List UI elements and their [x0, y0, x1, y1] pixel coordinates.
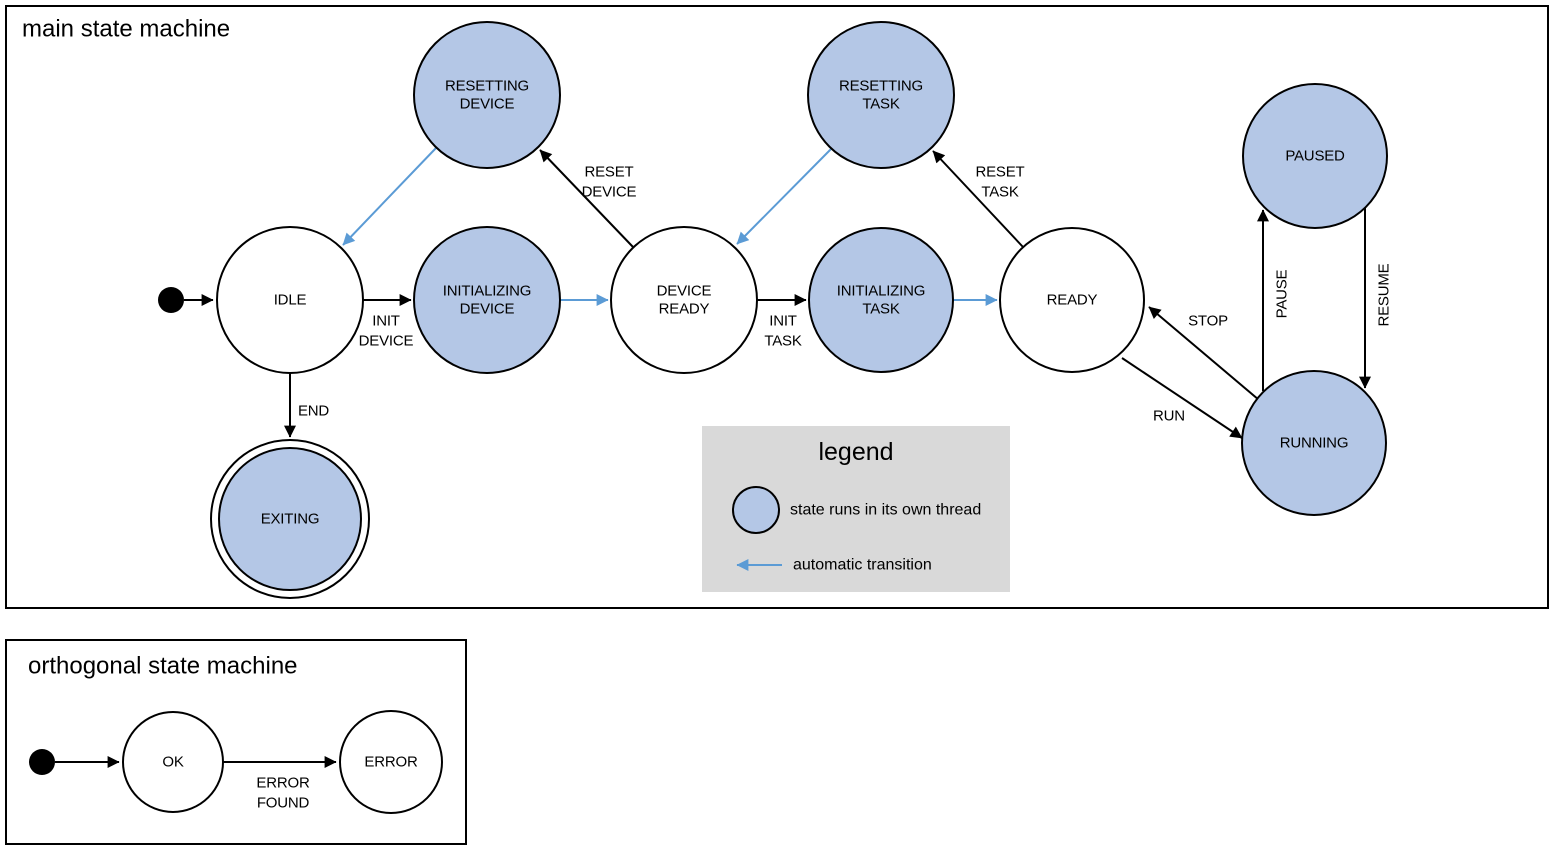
main-states: RESETTING DEVICE RESETTING TASK PAUSED I…: [210, 21, 1388, 599]
main-transitions: INIT DEVICE INIT TASK RESET DEVICE RESET…: [158, 147, 1393, 439]
state-label: EXITING: [261, 511, 320, 528]
edge-label-init-task-1: INIT: [769, 313, 797, 330]
state-error: ERROR: [339, 710, 443, 814]
state-ok: OK: [122, 711, 224, 813]
state-label: TASK: [862, 301, 899, 318]
legend-thread-state-icon: [732, 486, 780, 534]
state-label: DEVICE: [460, 301, 515, 318]
state-running: RUNNING: [1241, 370, 1387, 516]
edge-label-stop: STOP: [1188, 313, 1228, 330]
state-idle: IDLE: [216, 226, 364, 374]
initial-state-dot: [158, 287, 184, 313]
legend: legend state runs in its own thread auto…: [702, 426, 1010, 592]
state-label: PAUSED: [1285, 148, 1345, 165]
edge-label-error-found-1: ERROR: [256, 775, 310, 792]
edge-auto-resetdev-to-idle: [342, 147, 437, 246]
state-label: INITIALIZING: [443, 283, 531, 300]
state-label: INITIALIZING: [837, 283, 925, 300]
state-resetting-task: RESETTING TASK: [807, 21, 955, 169]
edge-label-reset-device-2: DEVICE: [582, 184, 637, 201]
state-label: RUNNING: [1280, 435, 1349, 452]
state-initializing-task: INITIALIZING TASK: [808, 227, 954, 373]
edge-label-reset-task-2: TASK: [981, 184, 1018, 201]
state-exiting-final: EXITING: [210, 439, 370, 599]
state-label: IDLE: [274, 292, 307, 309]
edge-label-reset-device-1: RESET: [584, 164, 633, 181]
state-label: RESETTING: [839, 78, 923, 95]
state-label: ERROR: [364, 754, 418, 771]
edge-stop: [1148, 306, 1260, 401]
edge-label-pause: PAUSE: [1274, 269, 1291, 318]
state-initializing-device: INITIALIZING DEVICE: [413, 226, 561, 374]
edge-auto-resettask-to-devready: [736, 147, 833, 245]
state-device-ready: DEVICE READY: [610, 226, 758, 374]
edge-reset-device: [539, 149, 634, 248]
state-label: OK: [162, 754, 183, 771]
initial-state-dot: [29, 749, 55, 775]
legend-thread-label: state runs in its own thread: [790, 502, 981, 519]
edge-label-run: RUN: [1153, 408, 1185, 425]
edge-label-reset-task-1: RESET: [975, 164, 1024, 181]
legend-auto-label: automatic transition: [793, 557, 932, 574]
edge-label-error-found-2: FOUND: [257, 795, 310, 812]
edge-label-init-device-2: DEVICE: [359, 333, 414, 350]
orthogonal-state-machine-frame: orthogonal state machine OK ERROR FOUND …: [5, 639, 467, 845]
edge-label-resume: RESUME: [1376, 263, 1393, 326]
state-label: DEVICE: [657, 283, 712, 300]
edge-label-init-device-1: INIT: [372, 313, 400, 330]
state-ready: READY: [999, 227, 1145, 373]
state-label: READY: [1047, 292, 1098, 309]
edge-reset-task: [932, 150, 1024, 248]
state-label: TASK: [862, 96, 899, 113]
legend-title: legend: [818, 438, 893, 466]
main-state-machine-frame: main state machine INIT DEVICE INIT TASK…: [5, 5, 1549, 609]
state-resetting-device: RESETTING DEVICE: [413, 21, 561, 169]
state-label: RESETTING: [445, 78, 529, 95]
state-label: DEVICE: [460, 96, 515, 113]
state-paused: PAUSED: [1242, 83, 1388, 229]
edge-run: [1121, 357, 1243, 439]
orthogonal-frame-title: orthogonal state machine: [28, 653, 298, 680]
main-frame-title: main state machine: [22, 16, 230, 43]
edge-label-init-task-2: TASK: [764, 333, 801, 350]
edge-label-end: END: [298, 403, 329, 420]
state-label: READY: [659, 301, 710, 318]
